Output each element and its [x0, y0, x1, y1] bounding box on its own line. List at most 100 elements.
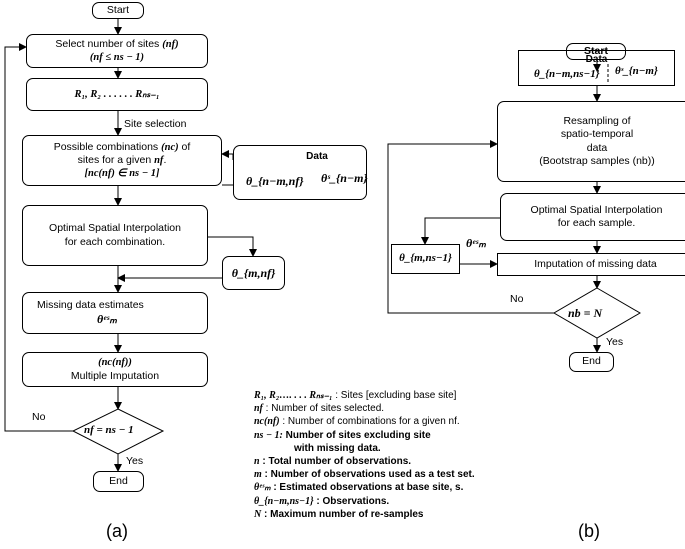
- legend-text: : Observations.: [313, 495, 390, 507]
- legend-item: R₁, R₂…. . . . Rₙₛ₋₁ : Sites [excluding …: [254, 389, 475, 402]
- select-sites-math2: (nf ≤ ns − 1): [89, 52, 145, 63]
- osi-b-line1: Optimal Spatial Interpolation: [530, 203, 663, 216]
- legend-item: n : Total number of observations.: [254, 455, 475, 468]
- legend-math: θᵉˢₘ: [254, 482, 271, 494]
- osi-box-a: Optimal Spatial Interpolation for each c…: [22, 205, 208, 266]
- theta-mnf-text: θ_{m,nf}: [231, 265, 276, 280]
- osi-a-line1: Optimal Spatial Interpolation: [49, 222, 181, 235]
- osi-b-line2: for each sample.: [557, 217, 636, 229]
- missing-math: θᵉˢₘ: [97, 312, 117, 327]
- imputation-box: Imputation of missing data: [497, 253, 685, 276]
- panel-a-caption: (a): [106, 521, 128, 541]
- yes-label-b: Yes: [606, 336, 624, 348]
- legend-item: ns − 1: Number of sites excluding site: [254, 429, 475, 442]
- decision-diamond-a: [71, 408, 165, 455]
- missing-line1: Missing data estimates: [37, 298, 144, 311]
- combinations-line3: [nc(nf) ∈ ns − 1]: [84, 168, 160, 180]
- select-sites-text: Select number of sites: [55, 37, 160, 50]
- start-label-a: Start: [106, 3, 130, 16]
- data-box-a-title: Data: [306, 151, 328, 162]
- legend-math: ns − 1:: [254, 429, 283, 441]
- legend-item: θᵉˢₘ : Estimated observations at base si…: [254, 481, 475, 494]
- missing-data-box: Missing data estimates θᵉˢₘ: [22, 292, 208, 334]
- end-label-b: End: [582, 355, 601, 368]
- resampling-line4: (Bootstrap samples (nb)): [539, 154, 655, 167]
- resampling-line2: spatio-temporal: [560, 128, 634, 141]
- legend-text: : Number of observations used as a test …: [261, 469, 475, 481]
- data-box-b-left: θ_{n−m,ns−1}: [534, 68, 600, 80]
- yes-label-a: Yes: [126, 455, 144, 467]
- arrow-data-to-combinations: [221, 150, 234, 160]
- legend-math: N: [254, 508, 262, 520]
- theta-es-label-b: θᵉˢₘ: [466, 236, 486, 250]
- combinations-line1b: of: [181, 140, 191, 153]
- data-box-b-right: θˢ_{n−m}: [615, 65, 658, 77]
- combinations-line2a: sites for a given: [77, 153, 152, 166]
- legend-math: n: [254, 456, 260, 468]
- osi-a-line2: for each combination.: [64, 235, 166, 248]
- decision-a-text: nf = ns − 1: [84, 424, 134, 436]
- legend: R₁, R₂…. . . . Rₙₛ₋₁ : Sites [excluding …: [254, 389, 475, 521]
- legend-text: : Total number of observations.: [259, 456, 412, 468]
- combinations-box: Possible combinations (nc) of sites for …: [22, 135, 222, 186]
- legend-math: nf: [254, 403, 263, 415]
- legend-item: m : Number of observations used as a tes…: [254, 468, 475, 481]
- multiple-imputation-box: (nc(nf)) Multiple Imputation: [22, 352, 208, 387]
- resampling-line1: Resampling of: [563, 115, 631, 128]
- legend-math: m: [254, 469, 262, 481]
- legend-item: N : Maximum number of re-samples: [254, 508, 475, 521]
- site-selection-label: Site selection: [124, 118, 187, 130]
- legend-text: with missing data.: [294, 442, 381, 454]
- decision-b-text: nb = N: [568, 306, 603, 320]
- end-label-a: End: [109, 474, 128, 487]
- site-list-box: R₁, R₂ . . . . . . Rₙₛ₋₁: [26, 78, 208, 111]
- panel-b-caption: (b): [578, 521, 600, 541]
- start-node-a: Start: [92, 2, 144, 19]
- theta-mns-text: θ_{m,ns−1}: [399, 252, 452, 265]
- legend-item: nc(nf) : Number of combinations for a gi…: [254, 415, 475, 428]
- no-label-a: No: [32, 411, 46, 423]
- data-box-a-right: θˢ_{n−m}: [321, 171, 368, 185]
- theta-mns-box: θ_{m,ns−1}: [391, 244, 460, 274]
- end-node-a: End: [93, 471, 144, 492]
- combinations-math2: nf: [154, 154, 164, 166]
- imputation-text: Imputation of missing data: [534, 257, 657, 270]
- legend-item: θ_{n−m,ns−1} : Observations.: [254, 495, 475, 508]
- osi-box-b: Optimal Spatial Interpolation for each s…: [500, 193, 685, 241]
- site-list-text: R₁, R₂ . . . . . . Rₙₛ₋₁: [74, 88, 160, 100]
- data-box-a-left: θ_{n−m,nf}: [246, 174, 304, 188]
- no-label-b: No: [510, 293, 524, 305]
- legend-math: θ_{n−m,ns−1}: [254, 495, 314, 507]
- combinations-line1a: Possible combinations: [53, 140, 159, 153]
- arrow-no-loop-a: [4, 43, 73, 432]
- legend-item: nf : Number of sites selected.: [254, 402, 475, 415]
- legend-text: : Estimated observations at base site, s…: [270, 482, 464, 494]
- data-box-a: Data θ_{n−m,nf} θˢ_{n−m}: [233, 145, 368, 200]
- legend-math: nc(nf): [254, 416, 280, 428]
- resampling-box: Resampling of spatio-temporal data (Boot…: [497, 101, 685, 182]
- start-node-b: Start: [566, 43, 626, 60]
- resampling-line3: data: [586, 141, 608, 154]
- legend-text: : Maximum number of re-samples: [261, 508, 424, 520]
- decision-diamond-b: [553, 287, 641, 339]
- arrow-b-no-loop: [387, 140, 554, 314]
- select-sites-math1: (nf): [162, 38, 179, 50]
- select-sites-box: Select number of sites (nf) (nf ≤ ns − 1…: [26, 34, 208, 68]
- multiple-line2: Multiple Imputation: [70, 369, 160, 382]
- multiple-math: (nc(nf)): [98, 357, 132, 369]
- data-box-b: Data θ_{n−m,ns−1} θˢ_{n−m}: [518, 50, 675, 86]
- legend-text: : Sites [excluding base site]: [332, 390, 457, 401]
- legend-text: : Number of combinations for a given nf.: [279, 416, 460, 428]
- legend-item: with missing data.: [254, 442, 475, 455]
- data-box-b-title: Data: [585, 54, 608, 65]
- arrow-b-osi-to-theta: [421, 217, 500, 245]
- legend-text: : Number of sites selected.: [262, 403, 385, 415]
- legend-text: Number of sites excluding site: [282, 429, 431, 441]
- arrow-osi-to-theta: [208, 236, 257, 257]
- legend-math: R₁, R₂…. . . . Rₙₛ₋₁: [254, 390, 333, 401]
- theta-mnf-box: θ_{m,nf}: [222, 256, 285, 290]
- end-node-b: End: [569, 352, 614, 372]
- combinations-math1: (nc): [161, 141, 179, 153]
